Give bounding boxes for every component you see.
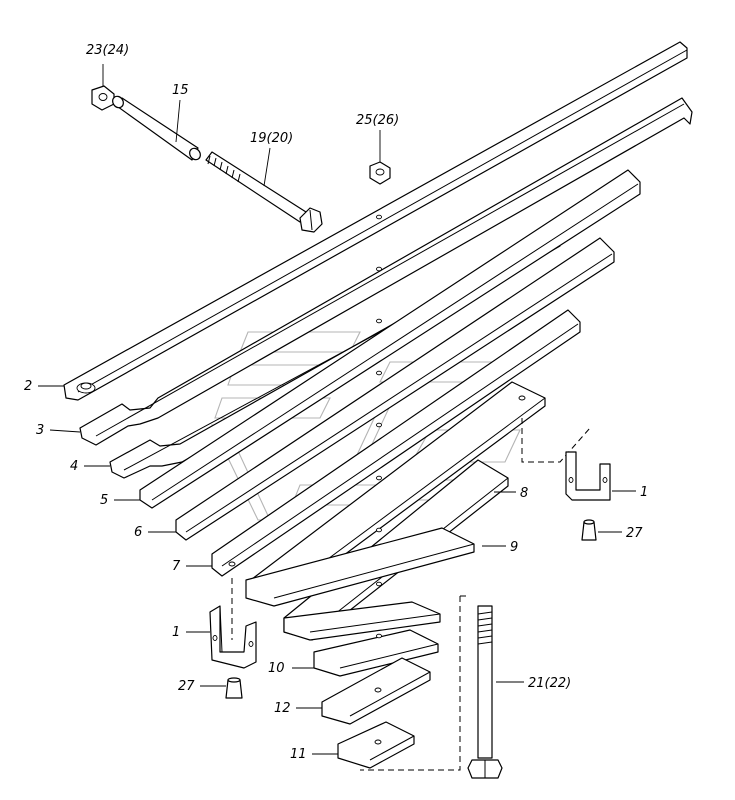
leaf-11 — [337, 721, 415, 769]
callout-21-22: 21(22) — [528, 676, 571, 691]
callout-7: 7 — [172, 559, 181, 574]
callout-8: 8 — [520, 486, 528, 501]
callout-19-20: 19(20) — [250, 131, 293, 146]
leaf-2-main — [63, 41, 688, 401]
leader-lines — [38, 64, 636, 755]
callout-2: 2 — [24, 379, 32, 394]
nut-23-24 — [91, 85, 115, 111]
leaf-3 — [79, 97, 693, 446]
plate-middle — [283, 581, 441, 641]
clamp-left — [209, 605, 257, 669]
callout-11: 11 — [290, 747, 307, 762]
callout-3: 3 — [36, 423, 44, 438]
assembly-lines — [231, 418, 591, 771]
callout-1-right: 1 — [640, 485, 648, 500]
bolt-19-20 — [205, 151, 323, 233]
nut-25-26 — [369, 161, 391, 185]
rivet-right — [581, 519, 597, 541]
callout-5: 5 — [100, 493, 108, 508]
sleeve-15 — [112, 95, 201, 161]
callout-9: 9 — [510, 540, 518, 555]
callout-10: 10 — [268, 661, 285, 676]
callout-25-26: 25(26) — [356, 113, 399, 128]
callout-27-left: 27 — [178, 679, 195, 694]
callout-27-right: 27 — [626, 526, 643, 541]
callout-12: 12 — [274, 701, 291, 716]
callout-1-left: 1 — [172, 625, 180, 640]
plate-upper — [245, 527, 475, 607]
callout-23-24: 23(24) — [86, 43, 129, 58]
callout-6: 6 — [134, 525, 142, 540]
centre-bolt — [467, 605, 503, 779]
leaf-7 — [211, 309, 581, 577]
callout-4: 4 — [70, 459, 78, 474]
clamp-right — [565, 451, 611, 501]
leaf-12 — [321, 657, 431, 725]
rivet-left — [225, 677, 243, 699]
callout-labels: 23(24) 15 19(20) 25(26) 2 3 4 5 6 7 8 9 … — [24, 43, 648, 762]
callout-15: 15 — [172, 83, 189, 98]
